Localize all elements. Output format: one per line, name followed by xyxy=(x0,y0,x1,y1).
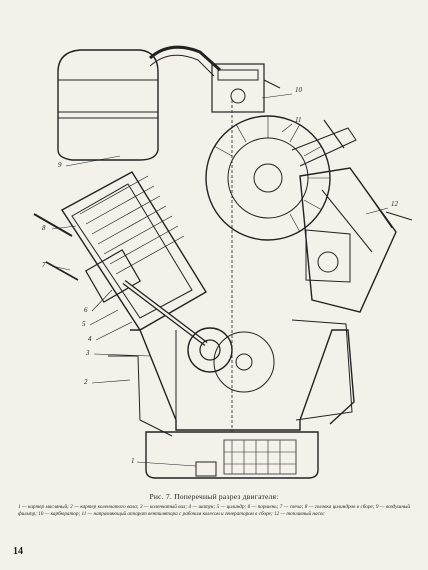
engine-drawing xyxy=(33,45,413,479)
carburetor xyxy=(211,63,281,113)
callout-label: 11 xyxy=(295,116,302,124)
figure-caption-title: Рис. 7. Поперечный разрез двигателя: xyxy=(149,492,279,501)
callout-label: 12 xyxy=(391,200,398,208)
callout-label: 10 xyxy=(295,86,302,94)
callout-leaders xyxy=(51,93,389,467)
left-cylinder-bank xyxy=(33,171,207,331)
right-cylinder-bank xyxy=(299,167,413,313)
callout-label: 2 xyxy=(84,378,88,386)
air-filter xyxy=(57,45,222,161)
figure-legend: 1 — картер масляный; 2 — картер коленчат… xyxy=(18,504,410,517)
callout-label: 7 xyxy=(42,261,46,269)
callout-label: 9 xyxy=(58,161,62,169)
oil-pan xyxy=(145,431,319,479)
callout-label: 4 xyxy=(88,335,92,343)
crank-assembly xyxy=(122,280,275,393)
callout-label: 6 xyxy=(84,306,88,314)
fan-generator xyxy=(205,115,357,241)
crankcase xyxy=(108,319,355,437)
callout-label: 8 xyxy=(42,224,46,232)
engine-cross-section-figure: 1 2 3 4 5 6 7 8 9 10 11 12 xyxy=(33,45,413,479)
callout-label: 1 xyxy=(131,457,135,465)
page-number: 14 xyxy=(13,546,23,557)
callout-label: 3 xyxy=(86,349,90,357)
callout-label: 5 xyxy=(82,320,86,328)
